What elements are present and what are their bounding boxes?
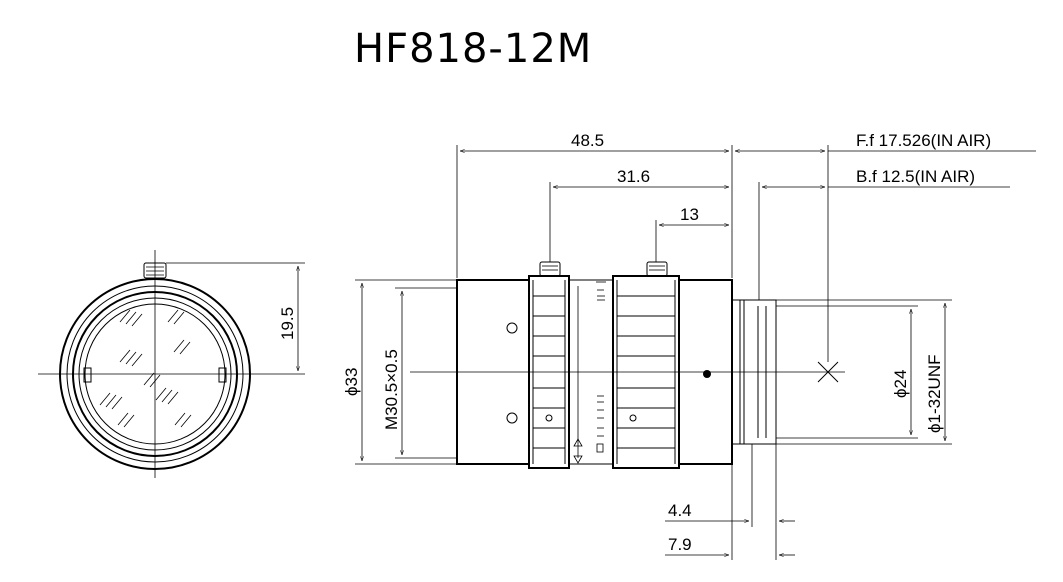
front-clip-right: [218, 367, 227, 383]
front-outer-ring: [59, 278, 251, 470]
dim-1-32unf-label: ϕ1-32UNF: [925, 355, 944, 433]
dim-13-label: 13: [680, 205, 699, 224]
dim-24-label: ϕ24: [891, 370, 910, 398]
drawing-title: HF818-12M: [354, 26, 592, 72]
dim-48-5-label: 48.5: [571, 131, 604, 150]
index-mark-up: [573, 438, 583, 447]
dim-19-5-label: 19.5: [278, 307, 297, 340]
iris-ring-dot: [629, 414, 637, 422]
dim-31-6-label: 31.6: [617, 167, 650, 186]
dim-7-9-label: 7.9: [668, 535, 692, 554]
set-screw-upper: [506, 322, 518, 334]
focus-lock-screw: [539, 261, 561, 277]
side-view: 48.5 31.6 13 F.f 17.526(IN AIR) B.f 12.5…: [342, 131, 1036, 560]
glass-hatch: [99, 309, 192, 428]
front-clip-left: [83, 367, 92, 383]
c-mount: [731, 299, 777, 445]
front-ring-3: [72, 291, 238, 457]
dim-bf-label: B.f 12.5(IN AIR): [856, 167, 975, 186]
index-mark-down: [573, 455, 583, 464]
dim-33-label: ϕ33: [342, 368, 361, 396]
iris-lock-screw: [646, 261, 668, 277]
front-ring-2: [66, 285, 244, 463]
dim-m30-5-label: M30.5×0.5: [382, 349, 401, 430]
front-lock-screw: [143, 262, 167, 279]
rear-body-screw: [703, 370, 711, 378]
dim-4-4-label: 4.4: [668, 501, 692, 520]
front-view: 19.5: [38, 250, 305, 478]
front-glass-edge: [84, 303, 226, 445]
dim-ff-label: F.f 17.526(IN AIR): [856, 131, 991, 150]
front-ring-4: [78, 297, 232, 451]
set-screw-lower: [506, 412, 518, 424]
focus-ring-dot: [545, 414, 553, 422]
